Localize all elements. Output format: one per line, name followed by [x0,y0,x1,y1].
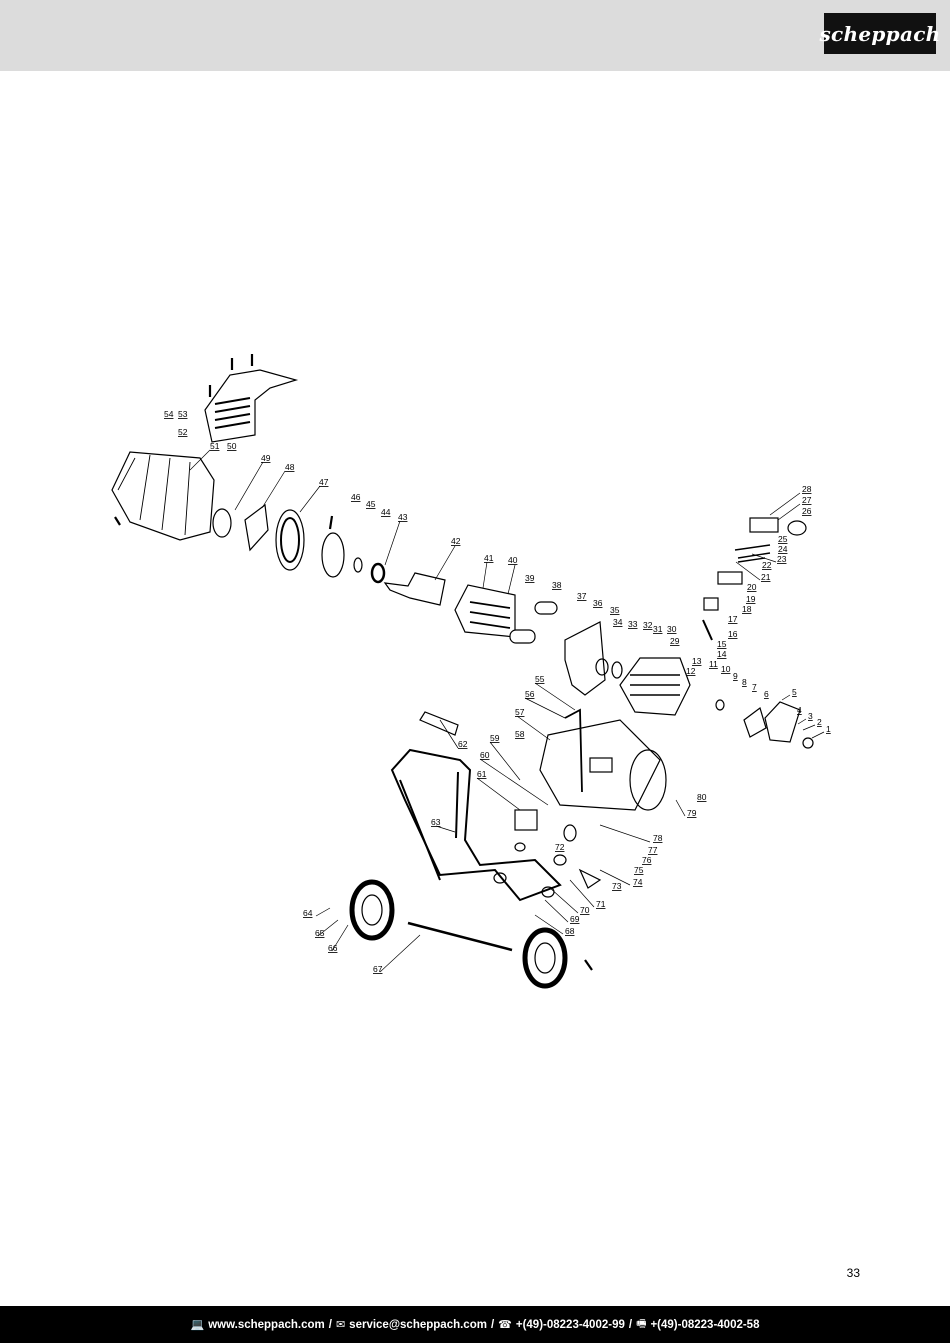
page-number: 33 [846,1266,860,1280]
svg-text:5: 5 [792,687,797,697]
computer-icon: 💻 [190,1319,205,1331]
svg-text:12: 12 [686,666,696,676]
svg-text:22: 22 [762,560,772,570]
svg-text:63: 63 [431,817,441,827]
svg-text:79: 79 [687,808,697,818]
svg-text:45: 45 [366,499,376,509]
svg-text:46: 46 [351,492,361,502]
website-link[interactable]: www.scheppach.com [208,1318,325,1331]
svg-text:73: 73 [612,881,622,891]
svg-text:55: 55 [535,674,545,684]
svg-text:14: 14 [717,649,727,659]
svg-text:72: 72 [555,842,565,852]
svg-text:62: 62 [458,739,468,749]
svg-text:58: 58 [515,729,525,739]
svg-text:64: 64 [303,908,313,918]
page-header: scheppach [0,0,950,71]
svg-text:21: 21 [761,572,771,582]
svg-text:32: 32 [643,620,653,630]
svg-text:10: 10 [721,664,731,674]
svg-text:16: 16 [728,629,738,639]
svg-text:34: 34 [613,617,623,627]
svg-text:77: 77 [648,845,658,855]
fax-number: +(49)-08223-4002-58 [650,1318,760,1331]
svg-text:38: 38 [552,580,562,590]
phone-number: +(49)-08223-4002-99 [515,1318,625,1331]
svg-text:30: 30 [667,624,677,634]
svg-text:2: 2 [817,717,822,727]
svg-text:20: 20 [747,582,757,592]
svg-text:25: 25 [778,534,788,544]
svg-text:28: 28 [802,484,812,494]
svg-text:17: 17 [728,614,738,624]
svg-text:66: 66 [328,943,338,953]
svg-text:67: 67 [373,964,383,974]
svg-text:1: 1 [826,724,831,734]
svg-text:59: 59 [490,733,500,743]
svg-text:57: 57 [515,707,525,717]
svg-text:15: 15 [717,639,727,649]
svg-text:50: 50 [227,441,237,451]
svg-text:8: 8 [742,677,747,687]
svg-text:6: 6 [764,689,769,699]
svg-text:68: 68 [565,926,575,936]
svg-text:3: 3 [808,711,813,721]
svg-text:41: 41 [484,553,494,563]
svg-text:33: 33 [628,619,638,629]
mail-icon: ✉ [335,1319,346,1331]
svg-text:44: 44 [381,507,391,517]
svg-text:48: 48 [285,462,295,472]
svg-text:35: 35 [610,605,620,615]
svg-text:51: 51 [210,441,220,451]
fax-icon: 🖷 [636,1318,647,1330]
svg-text:27: 27 [802,495,812,505]
svg-text:70: 70 [580,905,590,915]
svg-text:42: 42 [451,536,461,546]
svg-text:18: 18 [742,604,752,614]
svg-text:36: 36 [593,598,603,608]
svg-text:52: 52 [178,427,188,437]
svg-text:4: 4 [797,705,802,715]
svg-text:29: 29 [670,636,680,646]
svg-text:65: 65 [315,928,325,938]
svg-text:74: 74 [633,877,643,887]
svg-text:49: 49 [261,453,271,463]
svg-text:26: 26 [802,506,812,516]
svg-text:47: 47 [319,477,329,487]
svg-text:76: 76 [642,855,652,865]
svg-text:7: 7 [752,682,757,692]
svg-text:43: 43 [398,512,408,522]
svg-text:80: 80 [697,792,707,802]
phone-icon: ☎ [498,1319,512,1331]
svg-text:31: 31 [653,624,663,634]
svg-text:71: 71 [596,899,606,909]
svg-text:11: 11 [709,659,718,669]
svg-text:61: 61 [477,769,487,779]
svg-text:24: 24 [778,544,788,554]
svg-text:54: 54 [164,409,174,419]
svg-text:40: 40 [508,555,518,565]
svg-text:78: 78 [653,833,663,843]
svg-text:19: 19 [746,594,756,604]
svg-text:69: 69 [570,914,580,924]
svg-text:37: 37 [577,591,587,601]
svg-text:60: 60 [480,750,490,760]
svg-text:23: 23 [777,554,787,564]
email-link[interactable]: service@scheppach.com [349,1318,487,1331]
svg-text:9: 9 [733,671,738,681]
svg-text:39: 39 [525,573,535,583]
page-footer: 💻 www.scheppach.com / ✉ service@scheppac… [0,1306,950,1343]
svg-text:13: 13 [692,656,702,666]
scheppach-logo: scheppach [819,13,940,54]
svg-text:75: 75 [634,865,644,875]
svg-text:56: 56 [525,689,535,699]
svg-text:53: 53 [178,409,188,419]
